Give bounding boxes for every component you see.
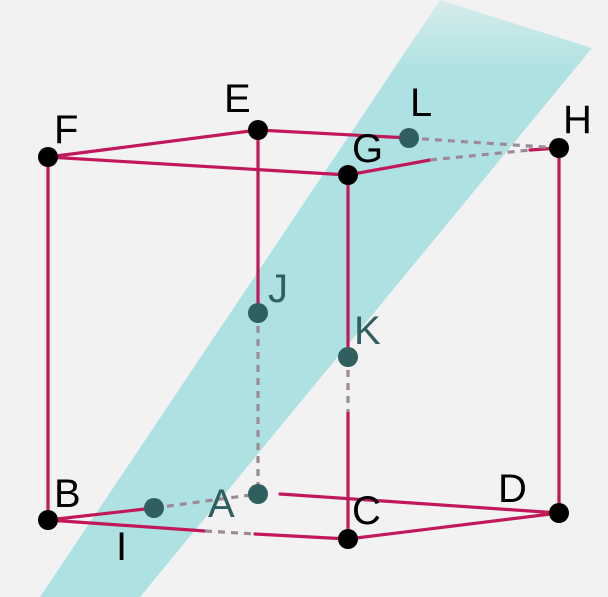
edge-FG: [46, 155, 350, 177]
label-L: L: [410, 81, 432, 125]
label-J: J: [268, 267, 288, 311]
edge-BI: [46, 506, 156, 522]
label-C: C: [352, 489, 381, 533]
point-A: [248, 484, 268, 504]
point-C: [338, 529, 358, 549]
point-L: [399, 128, 419, 148]
label-B: B: [54, 472, 81, 516]
point-I: [144, 498, 164, 518]
edge-GH: [346, 158, 432, 177]
point-labels: F E G L H J K B A C D I: [54, 77, 592, 569]
edge-CD: [346, 511, 561, 541]
point-G: [338, 165, 358, 185]
visible-edges: [46, 128, 561, 541]
point-E: [248, 120, 268, 140]
point-K: [338, 347, 358, 367]
label-G: G: [352, 127, 383, 171]
point-H: [549, 138, 569, 158]
point-F: [38, 147, 58, 167]
point-B: [38, 510, 58, 530]
edge-FE: [46, 128, 260, 159]
edge-EL: [256, 128, 411, 140]
hidden-edges: [153, 136, 560, 536]
edge-BC-hidden: [204, 529, 256, 536]
label-F: F: [54, 108, 78, 152]
label-D: D: [498, 467, 527, 511]
points: [38, 120, 569, 549]
label-E: E: [224, 77, 251, 121]
edge-AD: [278, 492, 561, 515]
edge-GH-hidden: [429, 148, 531, 162]
label-K: K: [354, 309, 381, 353]
edge-IA-hidden: [153, 492, 259, 510]
point-D: [549, 503, 569, 523]
edge-BC-left: [46, 518, 207, 533]
point-J: [248, 303, 268, 323]
edge-BC-right: [253, 532, 350, 541]
label-A: A: [208, 482, 235, 526]
cutting-plane: [40, 0, 592, 597]
label-H: H: [563, 98, 592, 142]
label-I: I: [116, 525, 127, 569]
